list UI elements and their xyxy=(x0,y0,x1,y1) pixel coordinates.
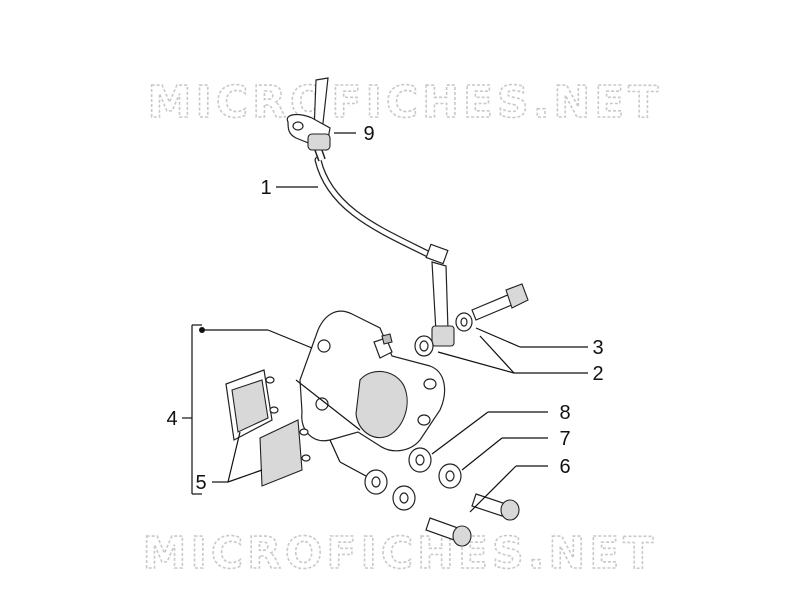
callout-5: 5 xyxy=(195,472,206,494)
callout-3: 3 xyxy=(592,337,603,359)
callout-4: 4 xyxy=(166,408,177,430)
hose-bracket xyxy=(286,113,331,151)
brake-caliper xyxy=(299,310,446,452)
washers-and-bolts xyxy=(364,447,520,547)
watermark-bottom: MICROFICHES.NET xyxy=(143,528,658,579)
callout-7: 7 xyxy=(559,428,570,450)
callout-2: 2 xyxy=(592,363,603,385)
banjo-bolt xyxy=(414,283,529,357)
brake-pads xyxy=(225,369,311,487)
callout-8: 8 xyxy=(559,402,570,424)
callout-6: 6 xyxy=(559,456,570,478)
watermark-top: MICROFICHES.NET xyxy=(148,77,663,128)
leader-lines xyxy=(182,132,588,513)
callout-1: 1 xyxy=(260,177,271,199)
callout-9: 9 xyxy=(363,123,374,145)
